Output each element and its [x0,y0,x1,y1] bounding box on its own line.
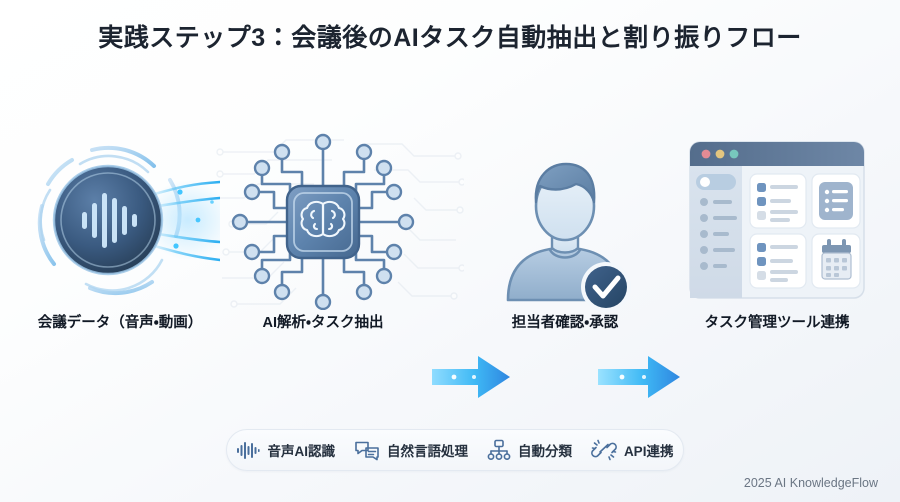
flow-stage-owner-approval[interactable]: 担当者確認・承認 [470,128,660,331]
page-title: 実践ステップ3：会議後のAIタスク自動抽出と割り振りフロー [98,24,802,52]
calendar-icon [821,239,852,280]
badge-natural-language-processing[interactable]: 自然言語処理 [354,439,468,461]
flow-stage-label: 担当者確認・承認 [511,315,619,331]
process-flow-diagram: 会議データ（音声・動画） [0,128,900,398]
flow-stage-meeting-data[interactable]: 会議データ（音声・動画） [20,128,220,331]
capability-badge-bar: 音声AI認識 自然言語処理 自動分類 [226,429,684,471]
badge-label: 音声AI認識 [267,444,335,459]
arrow-right-icon [432,356,510,398]
flow-stage-label: タスク管理ツール連携 [704,315,850,331]
flow-stage-task-tool[interactable]: タスク管理ツール連携 [672,128,882,331]
arrow-right-icon [598,356,680,398]
hierarchy-tree-icon [487,439,511,460]
badge-label: 自然言語処理 [386,444,468,459]
badge-auto-classification[interactable]: 自動分類 [487,439,572,461]
badge-label: 自動分類 [517,444,572,459]
footer-credit: 2025 AI KnowledgeFlow [743,476,878,490]
badge-voice-ai-recognition[interactable]: 音声AI認識 [236,440,335,460]
badge-api-integration[interactable]: API連携 [591,439,674,461]
audio-waveform-circle-icon [37,145,220,296]
flow-stage-label: AI解析・タスク抽出 [262,315,384,331]
task-management-window-icon [689,141,865,299]
ai-brain-chip-icon [230,133,415,310]
chat-bubbles-icon [355,441,379,461]
api-link-icon [591,439,617,461]
badge-label: API連携 [623,444,674,459]
waveform-icon [237,442,261,459]
flow-stage-label: 会議データ（音声・動画） [37,315,203,331]
person-approved-icon [506,162,631,312]
flow-stage-ai-analysis[interactable]: AI解析・タスク抽出 [228,128,418,331]
window-traffic-lights [701,149,739,159]
